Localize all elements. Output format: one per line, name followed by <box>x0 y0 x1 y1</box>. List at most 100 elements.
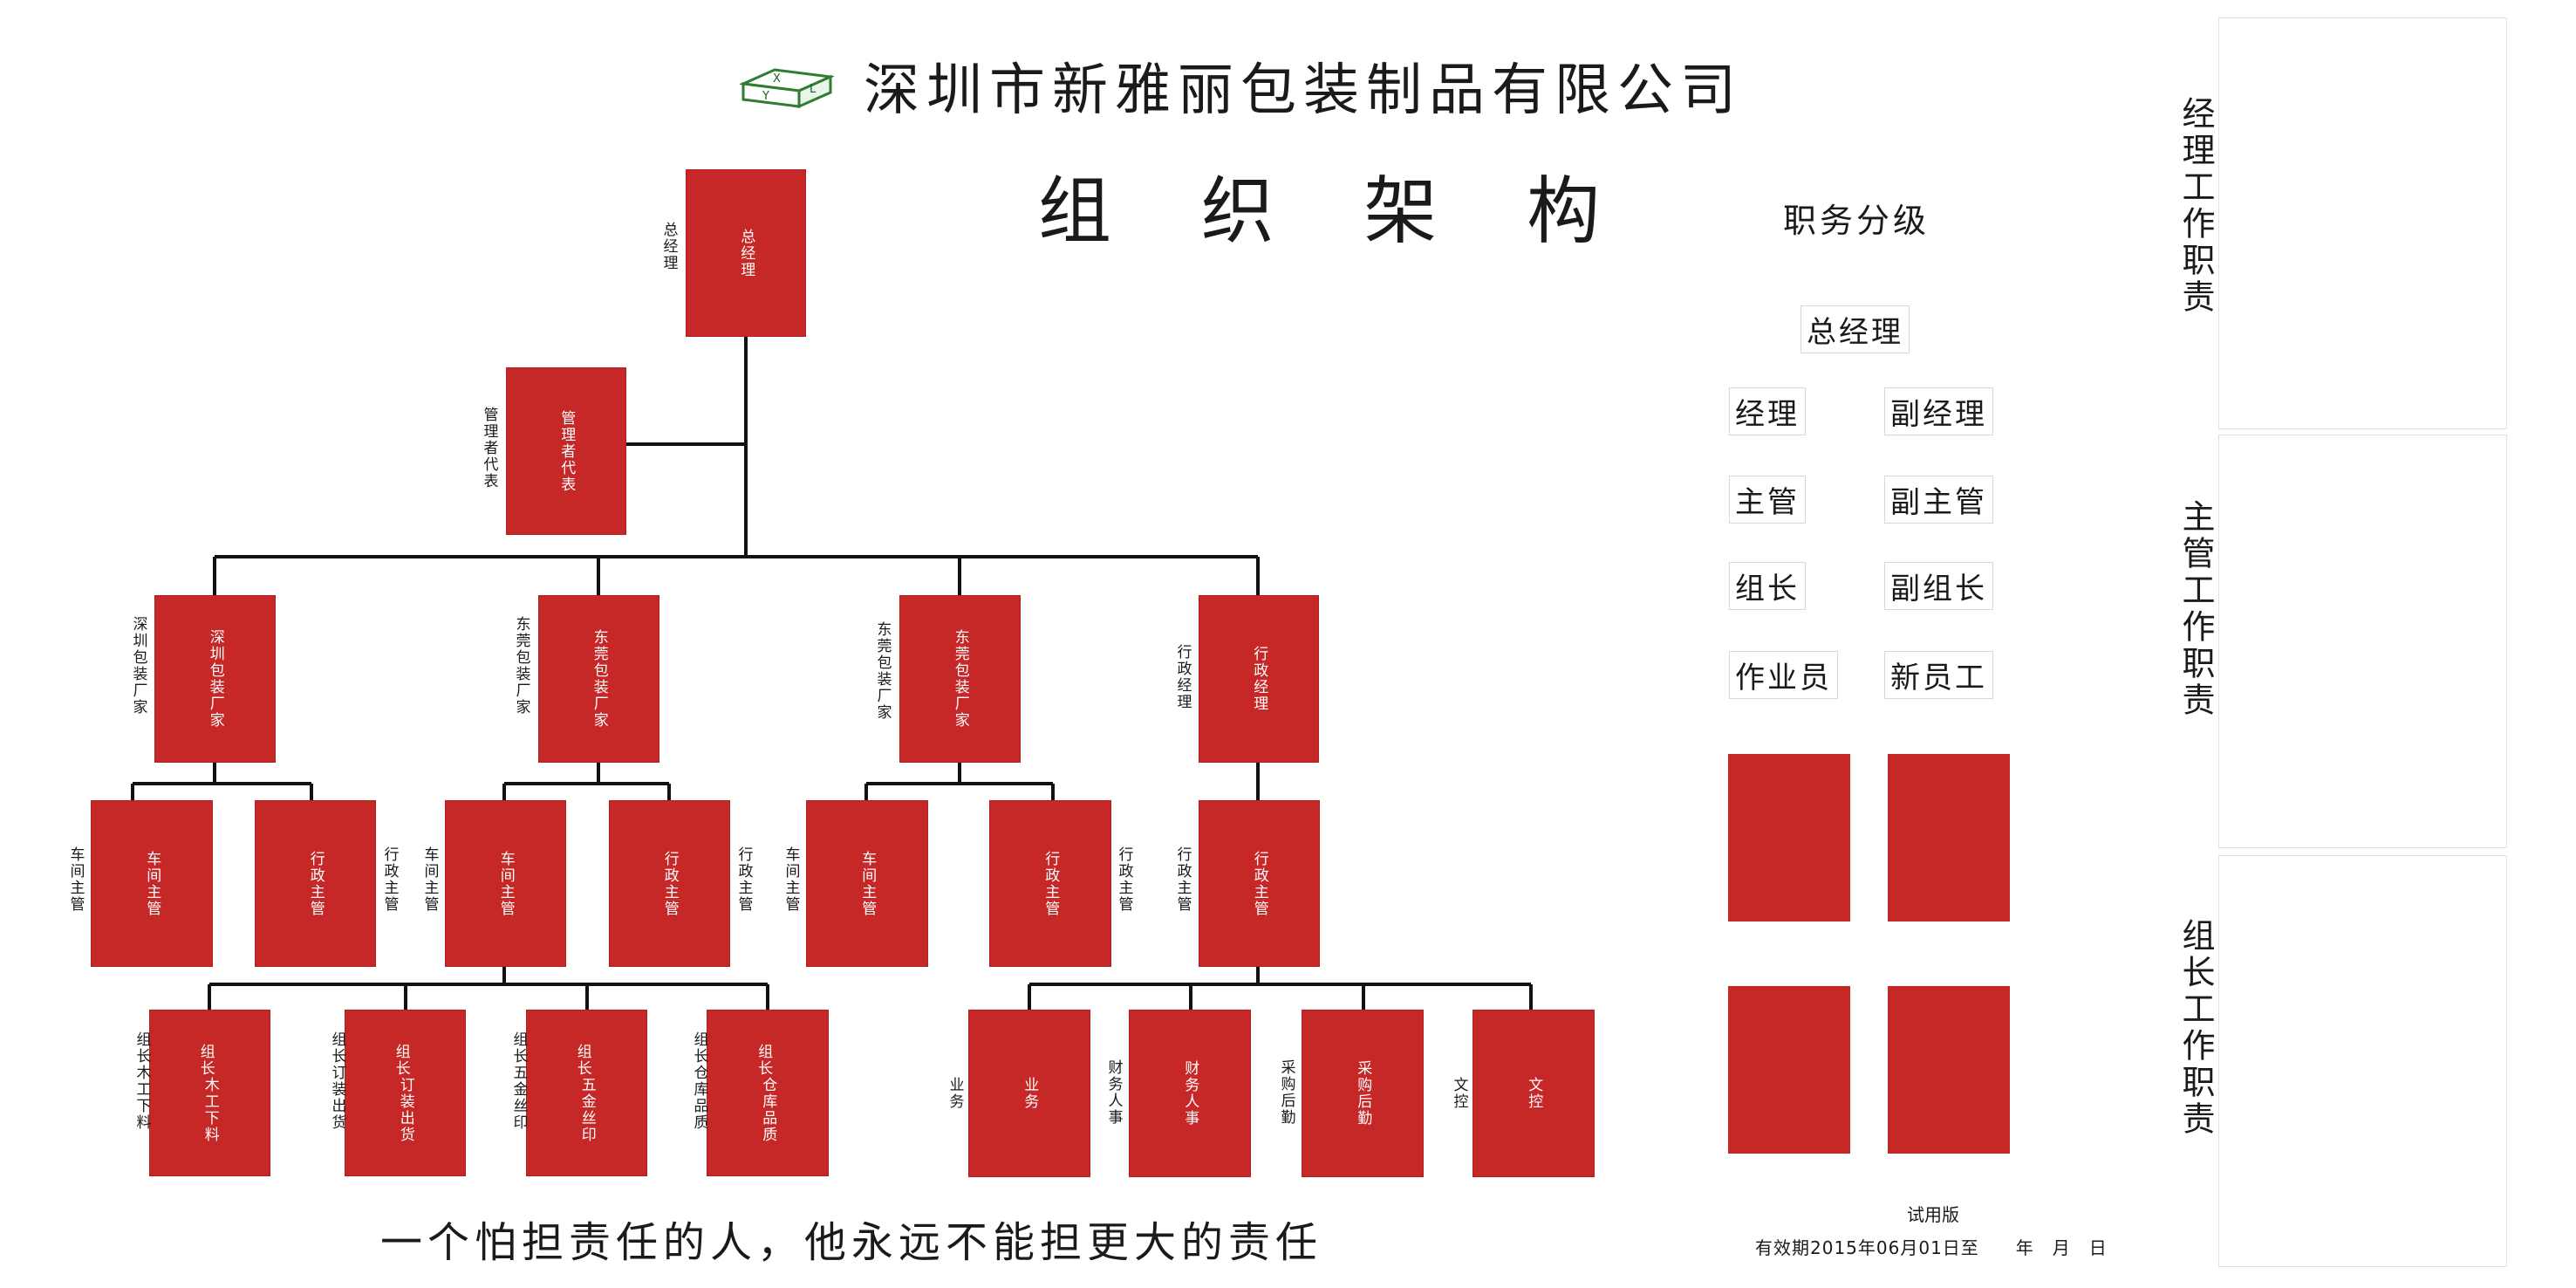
node-label-a: 组长 <box>755 1043 773 1077</box>
node-label: 组长仓库品质 <box>707 1010 829 1176</box>
side-label: 行政经理 <box>1173 644 1192 710</box>
node-l3: 车间主管 <box>91 800 213 967</box>
node-label-b: 木工下料 <box>201 1076 219 1143</box>
node-label: 财务人事 <box>1181 1060 1199 1127</box>
node-label: 东莞包装厂家 <box>590 629 608 729</box>
node-label-b: 仓库品质 <box>759 1076 777 1143</box>
node-l4-dept: 财务人事 <box>1129 1010 1251 1177</box>
node-label: 总经理 <box>737 228 755 278</box>
node-l3: 车间主管 <box>806 800 928 967</box>
node-l4-team: 组长仓库品质 <box>707 1010 829 1176</box>
company-logo: X Y L <box>740 68 834 109</box>
node-label-b: 五金丝印 <box>577 1076 596 1143</box>
node-label: 采购后勤 <box>1354 1060 1372 1127</box>
photo-slot <box>1728 986 1850 1154</box>
grade-item: 新员工 <box>1884 651 1993 699</box>
photo-slot <box>1888 986 2010 1154</box>
node-label: 组长五金丝印 <box>526 1010 647 1176</box>
side-label: 总经理 <box>659 222 678 271</box>
node-l4-team: 组长木工下料 <box>149 1010 270 1176</box>
node-l3: 行政主管 <box>609 800 730 967</box>
side-label: 组长订装出货 <box>319 1031 346 1131</box>
side-label-b: 仓库品质 <box>690 1065 708 1131</box>
node-label: 行政主管 <box>1250 850 1268 917</box>
side-label-a: 组长 <box>328 1031 346 1065</box>
node-management-rep: 管理者代表 <box>506 367 626 535</box>
node-label: 东莞包装厂家 <box>951 629 969 729</box>
node-l2: 东莞包装厂家 <box>538 595 659 763</box>
side-label: 财务人事 <box>1104 1059 1123 1126</box>
node-label: 行政主管 <box>660 850 679 917</box>
node-l4-dept: 文控 <box>1472 1010 1595 1177</box>
grade-item: 主管 <box>1729 476 1806 524</box>
grade-item: 副主管 <box>1884 476 1993 524</box>
node-label: 车间主管 <box>496 850 515 917</box>
duty-panel-team-leader <box>2218 855 2507 1267</box>
node-l2: 东莞包装厂家 <box>899 595 1021 763</box>
node-label: 组长订装出货 <box>345 1010 466 1176</box>
node-label: 行政主管 <box>1042 850 1060 917</box>
photo-slot <box>1728 754 1850 921</box>
node-label: 行政经理 <box>1250 646 1268 712</box>
node-l3: 行政主管 <box>255 800 376 967</box>
node-l3: 行政主管 <box>989 800 1111 967</box>
side-label: 行政主管 <box>1115 846 1133 913</box>
side-label: 组长仓库品质 <box>681 1031 708 1131</box>
side-label: 组长木工下料 <box>124 1031 151 1131</box>
node-l4-team: 组长五金丝印 <box>526 1010 647 1176</box>
grade-item: 组长 <box>1729 562 1806 610</box>
grade-item: 作业员 <box>1729 651 1838 699</box>
node-l4-dept: 业务 <box>968 1010 1090 1177</box>
node-l4-dept: 采购后勤 <box>1302 1010 1424 1177</box>
side-label: 行政主管 <box>1173 846 1192 913</box>
node-label-a: 组长 <box>196 1043 215 1077</box>
logo-letter-l: L <box>810 83 817 96</box>
side-label-b: 五金丝印 <box>509 1065 528 1131</box>
side-label-b: 订装出货 <box>328 1065 346 1131</box>
node-label: 深圳包装厂家 <box>206 629 224 729</box>
side-label-a: 组长 <box>509 1031 528 1065</box>
grade-item: 副经理 <box>1884 387 1993 435</box>
side-label-b: 木工下料 <box>133 1065 151 1131</box>
node-l3: 行政主管 <box>1199 800 1320 967</box>
node-label: 车间主管 <box>143 850 161 917</box>
node-general-manager: 总经理 <box>686 169 806 337</box>
trial-label: 试用版 <box>1907 1204 1959 1225</box>
duty-panel-supervisor <box>2218 435 2507 848</box>
grade-item: 经理 <box>1729 387 1806 435</box>
node-label: 管理者代表 <box>557 409 576 493</box>
side-label: 东莞包装厂家 <box>873 621 892 721</box>
side-label: 文控 <box>1450 1077 1468 1110</box>
side-label: 车间主管 <box>66 846 85 913</box>
duty-panel-label: 经理工作职责 <box>2176 96 2215 316</box>
node-label: 文控 <box>1525 1077 1543 1110</box>
node-label: 业务 <box>1021 1077 1039 1110</box>
side-label: 采购后勤 <box>1277 1059 1295 1126</box>
side-label: 组长五金丝印 <box>501 1031 528 1131</box>
node-label-b: 订装出货 <box>396 1076 414 1143</box>
company-name: 深圳市新雅丽包装制品有限公司 <box>864 58 1743 123</box>
side-label: 车间主管 <box>782 846 800 913</box>
photo-slot <box>1888 754 2010 921</box>
side-label: 车间主管 <box>420 846 439 913</box>
side-label: 深圳包装厂家 <box>129 616 147 716</box>
node-label: 组长木工下料 <box>149 1010 270 1176</box>
logo-letter-y: Y <box>762 90 769 103</box>
side-label-a: 组长 <box>690 1031 708 1065</box>
page-title: 组 织 架 构 <box>1038 168 1634 254</box>
node-l2: 行政经理 <box>1199 595 1319 763</box>
side-label: 行政主管 <box>380 846 399 913</box>
side-label: 业务 <box>946 1077 964 1110</box>
motto: 一个怕担责任的人，他永远不能担更大的责任 <box>380 1218 1323 1267</box>
side-label: 东莞包装厂家 <box>512 616 530 716</box>
grades-title: 职务分级 <box>1783 202 1930 240</box>
logo-letter-x: X <box>773 72 781 86</box>
duty-panel-manager <box>2218 17 2507 429</box>
node-l3: 车间主管 <box>445 800 566 967</box>
node-l2: 深圳包装厂家 <box>154 595 276 763</box>
side-label: 管理者代表 <box>480 407 498 490</box>
grade-item: 总经理 <box>1800 305 1910 353</box>
validity-text: 有效期2015年06月01日至 年 月 日 <box>1755 1237 2108 1258</box>
duty-panel-label: 主管工作职责 <box>2176 499 2215 719</box>
